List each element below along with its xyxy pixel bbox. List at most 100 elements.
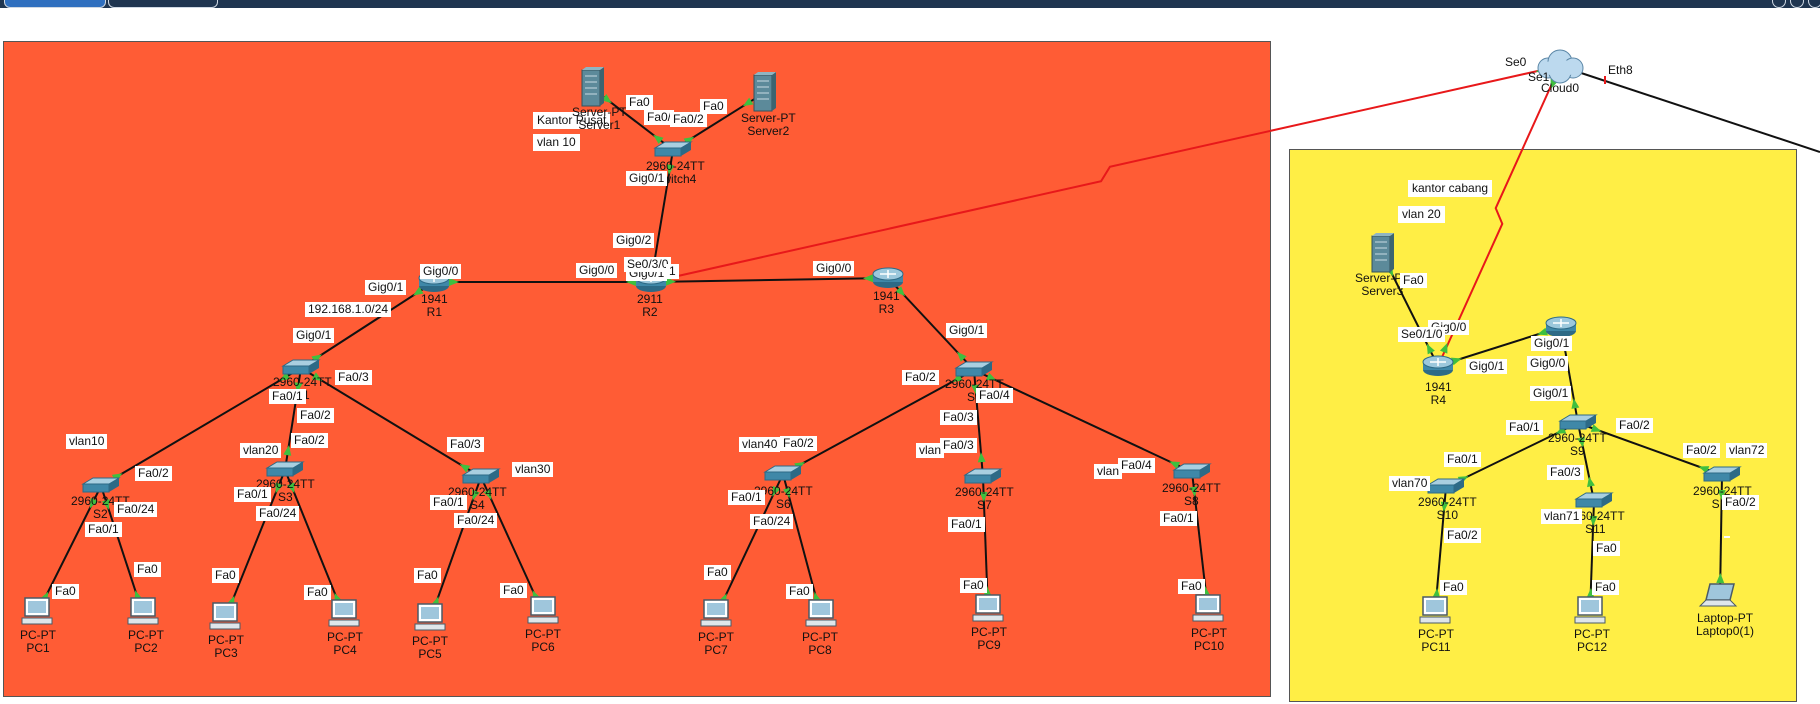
server-icon [581, 67, 604, 107]
router-icon [872, 267, 904, 288]
copper-link [429, 476, 482, 621]
port-status-dot [1717, 489, 1726, 500]
port-label: Fa0/24 [454, 513, 498, 528]
port-label: Fa0/2 [1444, 528, 1481, 543]
port-label: Gig0/0 [1527, 356, 1569, 371]
port-status-dot [311, 354, 322, 364]
copper-link [224, 469, 286, 620]
device-label-line: S8 [1184, 494, 1199, 508]
port-label: Fa0 [700, 99, 727, 114]
port-status-dot [985, 372, 997, 381]
port-label: Fa0/3 [1547, 465, 1584, 480]
device-label-line: S4 [470, 498, 485, 512]
device-label-line: S7 [977, 498, 992, 512]
device-pc4 [328, 599, 360, 627]
copper-link [973, 369, 1193, 473]
device-s7 [963, 468, 1003, 484]
note-vlan-10: vlan 10 [533, 134, 580, 151]
port-label: Fa0/2 [135, 466, 172, 481]
port-status-dot [1426, 343, 1435, 355]
switch-icon [1426, 478, 1466, 494]
copper-link [650, 277, 889, 283]
port-status-dot [1589, 515, 1598, 526]
port-label: Fa0 [134, 562, 161, 577]
port-label: Fa0/1 [1160, 511, 1197, 526]
port-status-dot [472, 489, 480, 501]
pc-icon [328, 599, 360, 627]
logical-tab-button[interactable] [4, 0, 106, 8]
device-s3 [265, 461, 305, 477]
port-label: Gig0/2 [613, 233, 655, 248]
pc-icon [21, 597, 53, 625]
device-label-line: 2960-24TT [754, 484, 813, 498]
port-status-dot [283, 445, 292, 456]
port-status-dot [1577, 436, 1585, 448]
device-cloud0 [1537, 49, 1584, 84]
device-pc1 [21, 597, 53, 625]
device-label-line: R1 [426, 305, 443, 319]
device-label-line: PC9 [977, 638, 1001, 652]
device-label-line: PC5 [418, 647, 442, 661]
port-label: Fa0 [1440, 580, 1467, 595]
port-status-dot [89, 497, 98, 509]
port-status-dot [1587, 476, 1595, 488]
port-label: Fa0 [704, 565, 731, 580]
port-label: Gig0/1 [365, 280, 407, 295]
port-label: Gig0/0 [420, 264, 462, 279]
device-label-line: S2 [93, 507, 108, 521]
port-label: Fa0 [212, 568, 239, 583]
device-label-line: PC-PT [1191, 626, 1227, 640]
device-s8 [1172, 463, 1212, 479]
top-toolbar [0, 0, 1820, 8]
copper-link [100, 367, 302, 487]
port-label [1724, 536, 1730, 538]
port-label: Fa0/24 [750, 514, 794, 529]
port-status-dot [286, 482, 295, 494]
port-label: Gig0/1 [1530, 386, 1572, 401]
cloud-port-se1: Se1 [1528, 70, 1550, 84]
device-s2 [81, 477, 121, 493]
port-label: Fa0 [52, 584, 79, 599]
device-label-line: 1941 [421, 292, 448, 306]
port-status-dot [653, 134, 664, 145]
device-r5 [1545, 316, 1577, 337]
device-label-line: 2960-24TT [273, 375, 332, 389]
switch-icon [281, 359, 321, 375]
cloud-icon [1537, 49, 1584, 84]
device-label-line: 2960-24TT [646, 159, 705, 173]
port-label: Fa0/24 [114, 502, 158, 517]
device-label-line: 2960-24TT [1162, 481, 1221, 495]
copper-link [300, 281, 435, 369]
port-label: Fa0 [786, 584, 813, 599]
device-label-cloud0: Cloud0 [1541, 82, 1579, 95]
port-label: Gig0/1 [946, 323, 988, 338]
toolbar-icon-3[interactable] [1808, 0, 1820, 8]
router-icon [1422, 355, 1454, 376]
device-s6 [763, 465, 803, 481]
serial-link [650, 65, 1561, 283]
note-kantor-pusat: Kantor Pusat [533, 112, 611, 129]
port-status-dot [449, 278, 459, 286]
device-label-line: Laptop-PT [1697, 611, 1754, 625]
port-label: Fa0 [304, 585, 331, 600]
port-status-dot [101, 499, 110, 510]
device-label-line: PC-PT [698, 630, 734, 644]
port-label: Fa0/3 [447, 437, 484, 452]
port-label: Fa0/1 [728, 490, 765, 505]
pc-icon [805, 599, 837, 627]
physical-tab-button[interactable] [108, 0, 218, 8]
port-label: Fa0/1 [1444, 452, 1481, 467]
port-status-dot [275, 482, 284, 494]
device-label-line: Server1 [578, 118, 621, 132]
device-label-line: R2 [642, 305, 658, 319]
port-status-dot [1432, 588, 1441, 599]
port-label: Fa0 [500, 583, 527, 598]
